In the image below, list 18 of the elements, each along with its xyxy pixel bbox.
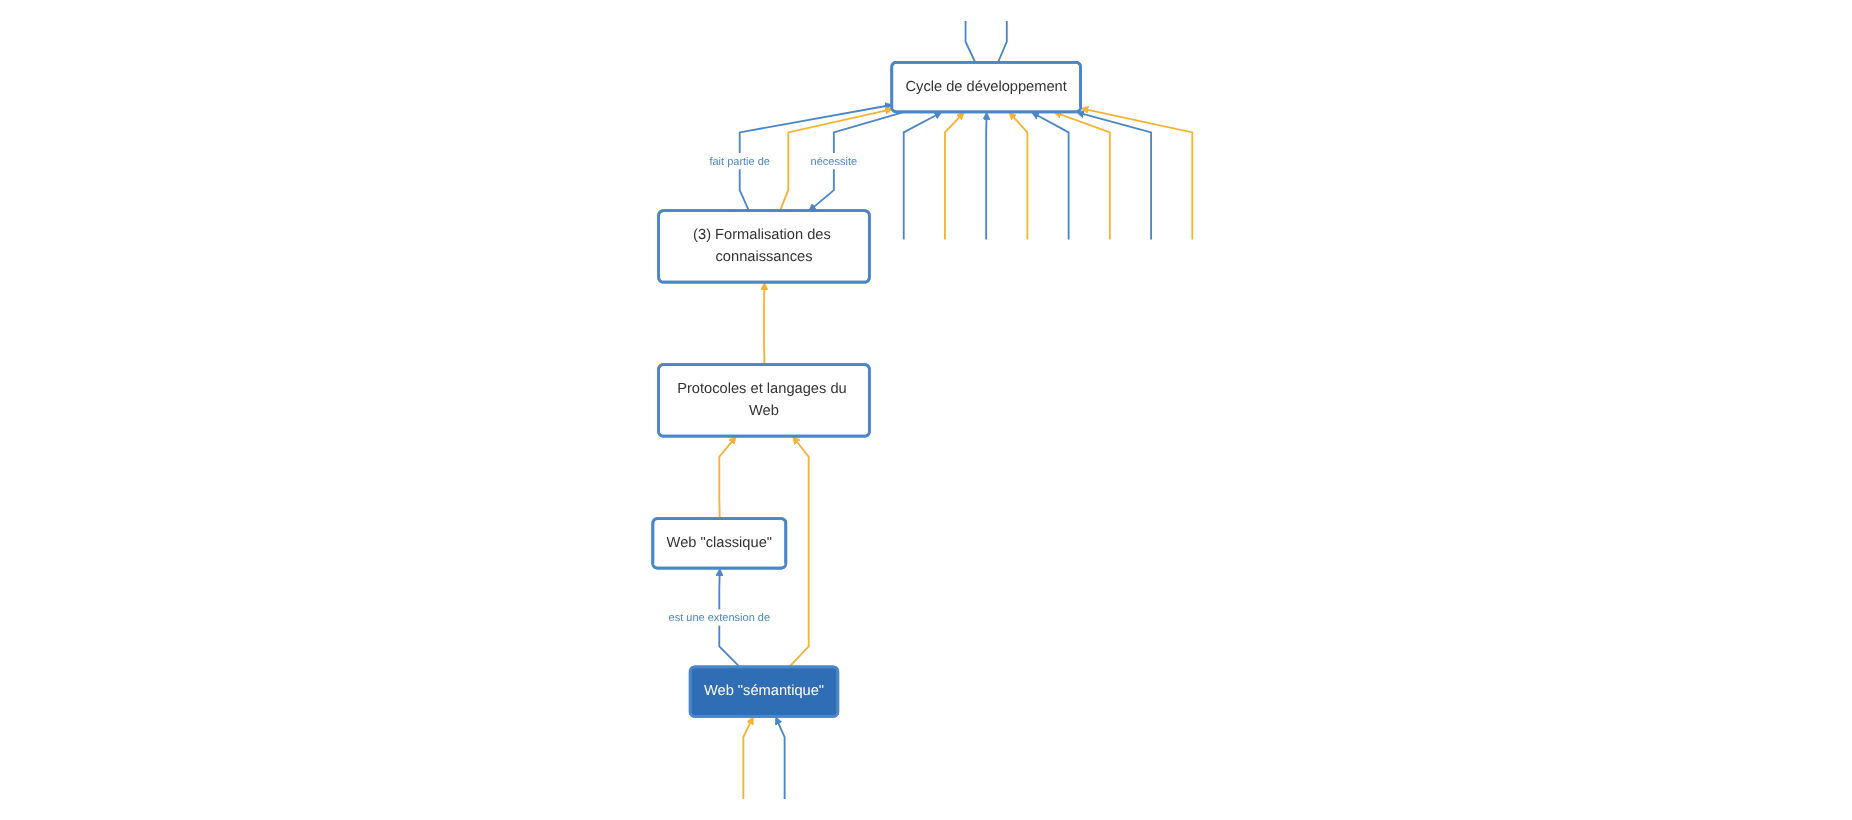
arrow xyxy=(760,282,769,367)
arrow xyxy=(1008,111,1029,241)
arrow xyxy=(944,111,965,241)
arrow xyxy=(1053,110,1111,241)
arrow xyxy=(982,111,991,241)
arrow xyxy=(902,111,942,241)
arrow xyxy=(774,716,786,800)
connector xyxy=(996,20,1008,64)
arrow xyxy=(742,716,754,800)
arrow xyxy=(718,436,737,520)
arrow xyxy=(1031,111,1070,241)
arrow xyxy=(1076,110,1152,241)
arrow xyxy=(738,102,893,213)
arrow xyxy=(1080,105,1194,241)
connector xyxy=(964,20,977,64)
arrow xyxy=(787,436,810,669)
arrow xyxy=(778,106,893,213)
arrow xyxy=(808,111,905,212)
